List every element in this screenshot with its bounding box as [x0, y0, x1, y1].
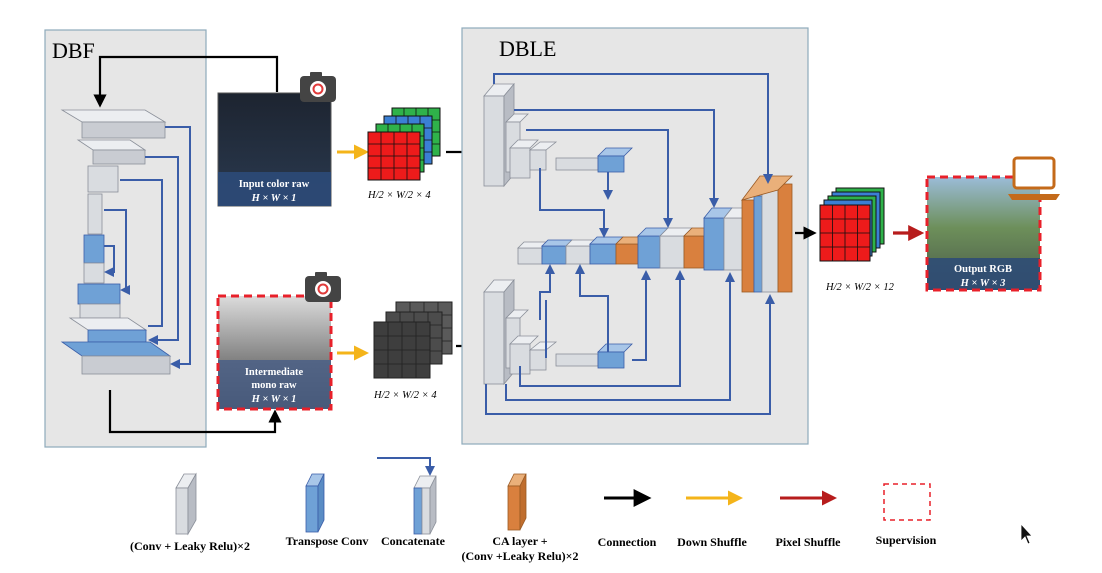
dbf-encoder-decoder — [60, 109, 172, 375]
dbf-skip-connections — [104, 126, 191, 369]
legend-ca-icon — [507, 473, 527, 531]
legend-connection-label: Connection — [598, 535, 657, 549]
output-caption: Output RGB — [954, 264, 1012, 275]
dbf-module: DBF — [44, 29, 207, 448]
dble-skip-connections — [485, 73, 775, 415]
legend: (Conv + Leaky Relu)×2 Transpose Conv Con… — [130, 457, 937, 563]
mono-packed-dims: H/2 × W/2 × 4 — [373, 390, 437, 401]
mono-dims: H × W × 1 — [251, 394, 297, 405]
camera-icon — [300, 72, 336, 102]
dble-upper-encoder — [483, 82, 633, 188]
packed-color-tensor: H/2 × W/2 × 4 — [367, 107, 441, 201]
dble-lower-encoder — [483, 278, 633, 386]
dble-module: DBLE — [461, 27, 809, 445]
connection-input-to-dbf — [93, 55, 279, 108]
laptop-icon — [1008, 156, 1060, 200]
mono-caption-line1: Intermediate — [245, 367, 304, 378]
legend-concat-label: Concatenate — [381, 534, 446, 548]
connection-dbf-to-mono — [108, 390, 282, 434]
legend-down-shuffle-label: Down Shuffle — [677, 535, 747, 549]
output-dims: H × W × 3 — [960, 278, 1006, 289]
legend-conv-label: (Conv + Leaky Relu)×2 — [130, 539, 250, 553]
mono-image: Intermediate mono raw H × W × 1 — [216, 294, 333, 411]
legend-pixel-shuffle-label: Pixel Shuffle — [776, 535, 842, 549]
legend-supervision-label: Supervision — [876, 533, 937, 547]
input-color-caption: Input color raw — [239, 179, 310, 190]
color-packed-dims: H/2 × W/2 × 4 — [367, 190, 431, 201]
input-color-dims: H × W × 1 — [251, 193, 297, 204]
mono-caption-line2: mono raw — [251, 380, 297, 391]
dble-decoder-row — [517, 175, 793, 293]
legend-conv-icon — [175, 472, 197, 536]
dbf-title: DBF — [52, 38, 95, 63]
dble-title: DBLE — [499, 36, 556, 61]
legend-supervision-box — [883, 483, 931, 521]
input-color-image: Input color raw H × W × 1 — [217, 92, 332, 207]
legend-transpose-icon — [305, 473, 325, 533]
camera-icon — [305, 272, 341, 302]
legend-ca-label-line1: CA layer + — [492, 534, 547, 548]
packed-mono-tensor: H/2 × W/2 × 4 — [373, 301, 453, 401]
legend-ca-label-line2: (Conv +Leaky Relu)×2 — [461, 549, 578, 563]
cursor-icon — [1020, 522, 1033, 545]
packed-output-tensor: H/2 × W/2 × 12 — [819, 187, 895, 293]
output-image: Output RGB H × W × 3 — [925, 175, 1042, 292]
output-supervision-box — [925, 175, 1042, 292]
legend-transpose-label: Transpose Conv — [286, 534, 369, 548]
output-packed-dims: H/2 × W/2 × 12 — [825, 282, 895, 293]
legend-concat-icon — [377, 457, 437, 535]
mono-supervision-box — [216, 294, 333, 411]
